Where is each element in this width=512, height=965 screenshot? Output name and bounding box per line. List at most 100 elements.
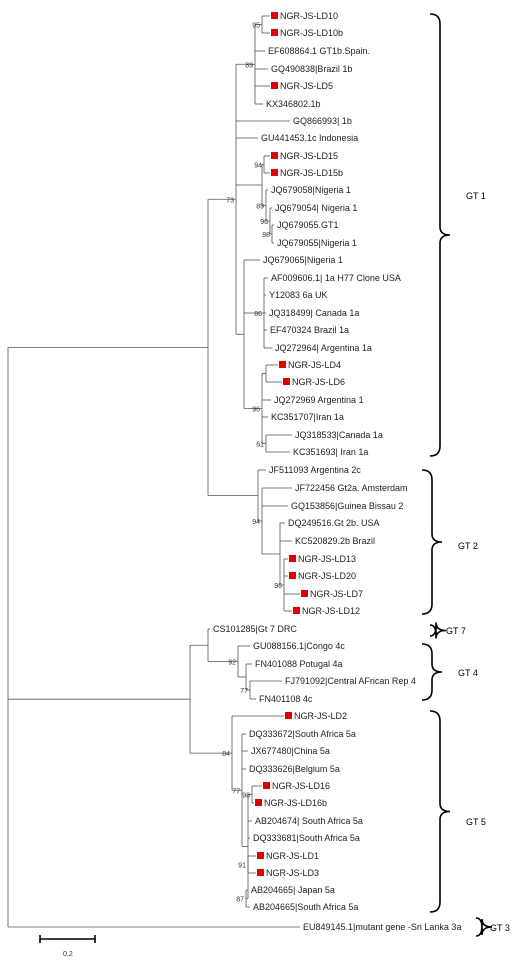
leaf-label-l10: NGR-JS-LD15b <box>280 168 343 178</box>
leaf-label-l49: NGR-JS-LD1 <box>266 851 319 861</box>
leaf-label-l38: FN401088 Potugal 4a <box>255 659 343 669</box>
bootstrap-value: 84 <box>222 751 230 758</box>
leaf-label-l3: EF608864.1 GT1b.Spain. <box>268 46 370 56</box>
bootstrap-value: 95 <box>252 23 260 30</box>
leaf-label-l2: NGR-JS-LD10b <box>280 28 343 38</box>
sample-marker-icon <box>271 29 278 36</box>
gt2-label: GT 2 <box>458 541 478 551</box>
bootstrap-value: 98 <box>242 793 250 800</box>
bootstrap-value: 77 <box>232 788 240 795</box>
bootstrap-value: 94 <box>252 519 260 526</box>
bootstrap-value: 89 <box>256 204 264 211</box>
leaf-label-l25: JQ318533|Canada 1a <box>295 430 383 440</box>
leaf-label-l9: NGR-JS-LD15 <box>280 151 338 161</box>
leaf-label-l14: JQ679055|Nigeria 1 <box>277 238 357 248</box>
leaf-label-l15: JQ679065|Nigeria 1 <box>263 255 343 265</box>
sample-marker-icon <box>279 361 286 368</box>
leaf-label-l36: CS101285|Gt 7 DRC <box>213 624 297 634</box>
gt4-label: GT 4 <box>458 668 478 678</box>
leaf-label-l29: GQ153856|Guinea Bissau 2 <box>291 501 403 511</box>
leaf-label-l12: JQ679054| Nigeria 1 <box>275 203 357 213</box>
bootstrap-value: 89 <box>245 62 253 69</box>
leaf-label-l13: JQ679055.GT1 <box>277 220 339 230</box>
leaf-label-l50: NGR-JS-LD3 <box>266 868 319 878</box>
sample-marker-icon <box>255 799 262 806</box>
leaf-label-l32: NGR-JS-LD13 <box>298 554 356 564</box>
leaf-label-l23: JQ272969 Argentina 1 <box>274 395 364 405</box>
bootstrap-value: 73 <box>226 197 234 204</box>
gt1-bracket <box>429 13 451 457</box>
bootstrap-value: 96 <box>274 583 282 590</box>
leaf-label-l51: AB204665| Japan 5a <box>251 885 335 895</box>
bootstrap-value: 96 <box>260 219 268 226</box>
leaf-label-l34: NGR-JS-LD7 <box>310 589 363 599</box>
bootstrap-value: 91 <box>238 863 246 870</box>
sample-marker-icon <box>271 169 278 176</box>
leaf-label-l22: NGR-JS-LD6 <box>292 377 345 387</box>
gt1-label: GT 1 <box>466 191 486 201</box>
bootstrap-value: 96 <box>252 407 260 414</box>
leaf-label-l4: GQ490838|Brazil 1b <box>271 64 352 74</box>
gt2-bracket <box>421 469 443 615</box>
gt7-bracket <box>429 622 447 639</box>
leaf-label-l39: FJ791092|Central AFrican Rep 4 <box>285 676 416 686</box>
sample-marker-icon <box>271 12 278 19</box>
sample-marker-icon <box>289 572 296 579</box>
gt5-label: GT 5 <box>466 817 486 827</box>
sample-marker-icon <box>301 590 308 597</box>
sample-marker-icon <box>271 82 278 89</box>
leaf-label-l24: KC351707|Iran 1a <box>271 412 344 422</box>
bootstrap-value: 94 <box>254 163 262 170</box>
sample-marker-icon <box>285 712 292 719</box>
bootstrap-value: 87 <box>236 897 244 904</box>
leaf-label-l46: NGR-JS-LD16b <box>264 798 327 808</box>
leaf-label-l31: KC520829.2b Brazil <box>295 536 375 546</box>
tree-branches <box>7 15 300 928</box>
gt3-bracket <box>475 917 493 937</box>
leaf-label-l21: NGR-JS-LD4 <box>288 360 341 370</box>
bootstrap-value: 86 <box>254 311 262 318</box>
scale-bar-label: 0.2 <box>63 951 73 958</box>
leaf-label-l1: NGR-JS-LD10 <box>280 11 338 21</box>
scale-bar: 0.2 <box>39 935 96 958</box>
gt5-bracket <box>429 710 451 913</box>
leaf-label-l11: JQ679058|Nigeria 1 <box>271 185 351 195</box>
leaf-label-l5: NGR-JS-LD5 <box>280 81 333 91</box>
genotype-brackets: GT 1 GT 2 GT 7 GT 4 GT 5 GT 3 <box>421 13 510 937</box>
leaf-label-l43: JX677480|China 5a <box>251 746 330 756</box>
leaf-label-l33: NGR-JS-LD20 <box>298 571 356 581</box>
leaf-label-l45: NGR-JS-LD16 <box>272 781 330 791</box>
leaf-label-l18: JQ318499| Canada 1a <box>269 308 359 318</box>
leaf-label-l48: DQ333681|South Africa 5a <box>253 833 360 843</box>
gt4-bracket <box>421 643 443 701</box>
sample-markers <box>255 12 308 876</box>
leaf-label-l47: AB204674| South Africa 5a <box>255 816 363 826</box>
leaf-label-l27: JF511093 Argentina 2c <box>269 465 361 475</box>
gt7-label: GT 7 <box>446 626 466 636</box>
leaf-label-l6: KX346802.1b <box>266 99 321 109</box>
sample-marker-icon <box>263 782 270 789</box>
leaf-label-l41: NGR-JS-LD2 <box>294 711 347 721</box>
leaf-label-l8: GU441453.1c Indonesia <box>261 133 358 143</box>
leaf-label-l19: EF470324 Brazil 1a <box>270 325 349 335</box>
leaf-label-l35: NGR-JS-LD12 <box>302 606 360 616</box>
leaf-label-l26: KC351693| Iran 1a <box>293 447 368 457</box>
bootstrap-value: 77 <box>240 688 248 695</box>
leaf-label-l7: GQ866993| 1b <box>293 116 352 126</box>
leaf-label-l30: DQ249516.Gt 2b. USA <box>288 518 380 528</box>
sample-marker-icon <box>257 869 264 876</box>
leaf-label-l37: GU088156.1|Congo 4c <box>253 641 345 651</box>
gt3-label: GT 3 <box>490 923 510 933</box>
leaf-label-l42: DQ333672|South Africa 5a <box>249 729 356 739</box>
leaf-label-l16: AF009606.1| 1a H77 Clone USA <box>271 273 401 283</box>
bootstrap-value: 98 <box>262 232 270 239</box>
leaf-label-l40: FN401108 4c <box>259 694 313 704</box>
sample-marker-icon <box>293 607 300 614</box>
sample-marker-icon <box>289 555 296 562</box>
leaf-label-l44: DQ333626|Belgium 5a <box>249 764 340 774</box>
sample-marker-icon <box>271 152 278 159</box>
sample-marker-icon <box>257 852 264 859</box>
